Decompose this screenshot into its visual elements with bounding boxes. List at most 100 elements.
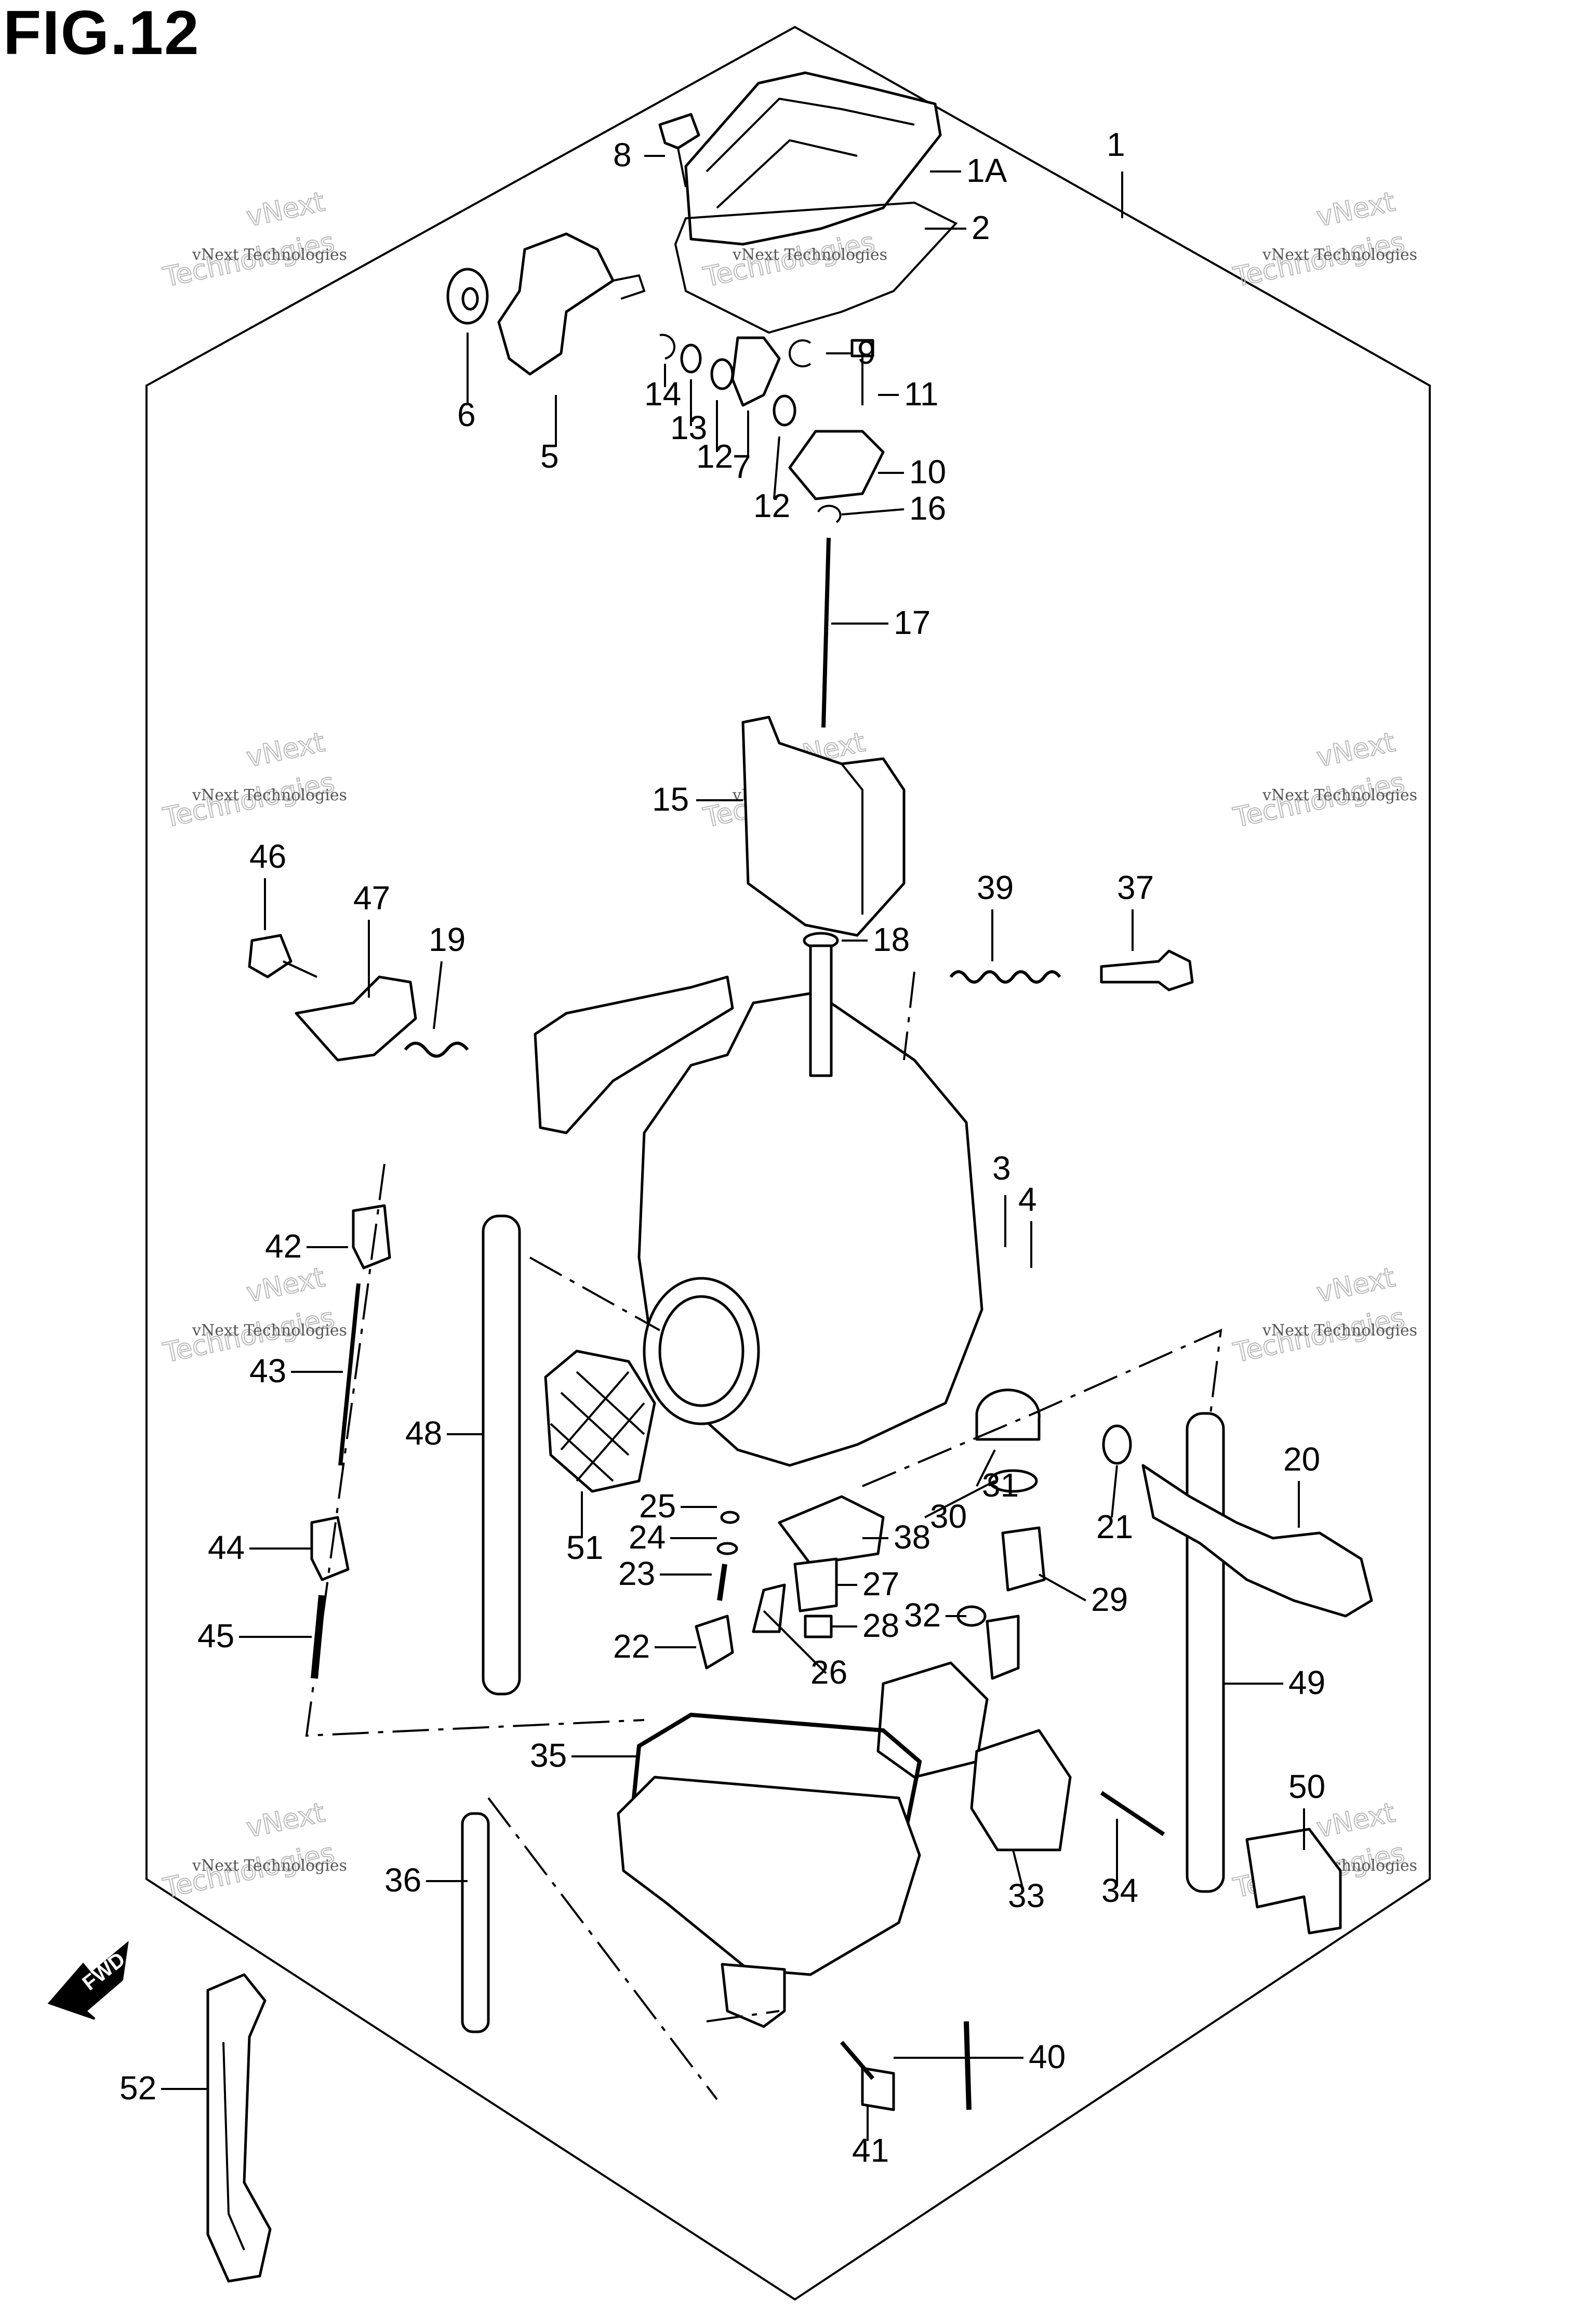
callout-label: 36 xyxy=(384,1861,421,1899)
callout-label: 48 xyxy=(405,1414,442,1452)
callout-label: 30 xyxy=(930,1498,967,1535)
callout-label: 20 xyxy=(1283,1440,1320,1478)
leader-line xyxy=(763,1610,827,1674)
leader-line xyxy=(924,1480,995,1518)
callout-label: 46 xyxy=(249,838,286,875)
callout-label: 16 xyxy=(909,490,946,527)
callout-label: 47 xyxy=(353,879,390,917)
leader-line xyxy=(841,508,905,515)
callout-label: 52 xyxy=(119,2069,156,2107)
callout-label: 12 xyxy=(696,438,733,475)
float-part xyxy=(876,1661,989,1779)
callout-label: 39 xyxy=(977,869,1014,906)
screw-part xyxy=(658,113,700,150)
svg-text:vNext Technologies: vNext Technologies xyxy=(1262,246,1417,264)
callout-label: 43 xyxy=(249,1352,286,1390)
callout-label: 41 xyxy=(852,2132,889,2169)
starter-plunger xyxy=(1141,1464,1373,1618)
svg-text:vNext Technologies: vNext Technologies xyxy=(732,246,887,264)
callout-label: 26 xyxy=(810,1653,847,1691)
callout-label: 42 xyxy=(265,1227,302,1265)
mount-bracket xyxy=(206,1973,272,2283)
callout-label: 1A xyxy=(966,152,1007,189)
callout-label: 21 xyxy=(1096,1508,1133,1545)
callout-label: 3 xyxy=(992,1149,1011,1187)
callout-label: 51 xyxy=(566,1529,603,1566)
leader-line xyxy=(1012,1849,1025,1892)
callout-label: 27 xyxy=(862,1565,899,1603)
callout-label: 40 xyxy=(1029,2038,1066,2075)
callout-label: 17 xyxy=(894,604,930,641)
callout-label: 13 xyxy=(670,409,707,446)
callout-label: 18 xyxy=(873,921,910,958)
leader-line xyxy=(976,1449,996,1487)
callout-label: 44 xyxy=(208,1529,245,1566)
callout-label: 11 xyxy=(904,375,938,413)
bracket-part xyxy=(497,232,615,376)
callout-label: 15 xyxy=(652,781,689,818)
callout-label: 33 xyxy=(1008,1877,1045,1914)
svg-text:vNext: vNext xyxy=(244,186,327,233)
svg-text:vNext: vNext xyxy=(1314,1262,1398,1308)
throttle-lever xyxy=(295,975,417,1062)
callout-label: 29 xyxy=(1091,1581,1128,1618)
callout-label: 50 xyxy=(1288,1768,1325,1805)
needle-clamp xyxy=(788,430,885,500)
svg-text:vNext: vNext xyxy=(244,1797,327,1844)
jet-needle xyxy=(821,537,831,728)
callout-label: 6 xyxy=(457,396,476,433)
callout-label: 45 xyxy=(197,1617,234,1655)
callout-label: 8 xyxy=(613,136,632,174)
throttle-valve xyxy=(741,716,906,937)
callout-label: 34 xyxy=(1101,1872,1138,1909)
cover-gasket xyxy=(674,201,958,334)
fwd-arrow-icon: FWD xyxy=(47,1941,129,2020)
callout-label: 31 xyxy=(982,1466,1019,1504)
callout-label: 14 xyxy=(644,375,681,413)
callout-label: 24 xyxy=(629,1518,666,1556)
callout-label: 28 xyxy=(862,1607,899,1644)
svg-text:vNext Technologies: vNext Technologies xyxy=(192,786,347,804)
callout-label: 49 xyxy=(1288,1664,1325,1701)
callout-label: 35 xyxy=(530,1737,567,1774)
leader-line xyxy=(433,961,443,1029)
callout-label: 25 xyxy=(639,1487,676,1525)
adjust-screw xyxy=(1100,949,1194,991)
callout-label: 22 xyxy=(613,1628,650,1665)
reference-line xyxy=(305,1163,645,1737)
svg-text:vNext Technologies: vNext Technologies xyxy=(1262,1321,1417,1340)
callout-label: 12 xyxy=(753,487,790,524)
svg-text:vNext Technologies: vNext Technologies xyxy=(192,246,347,264)
svg-text:vNext: vNext xyxy=(244,1262,327,1308)
callout-label: 38 xyxy=(894,1518,930,1556)
leader-line xyxy=(773,436,780,499)
vent-tube xyxy=(482,1214,521,1696)
callout-label: 19 xyxy=(429,921,466,958)
svg-text:vNext Technologies: vNext Technologies xyxy=(192,1321,347,1340)
figure-title: FIG.12 xyxy=(3,0,200,68)
callout-label: 23 xyxy=(618,1555,655,1592)
callout-layer: 11A2345678910111212131415161718192021222… xyxy=(119,126,1325,2169)
callout-label: 10 xyxy=(909,453,946,491)
intake-screen xyxy=(544,1350,656,1493)
top-cover xyxy=(684,71,942,246)
callout-label: 2 xyxy=(972,209,990,246)
callout-label: 37 xyxy=(1117,869,1154,906)
callout-label: 7 xyxy=(733,448,751,485)
leader-line xyxy=(1039,1573,1086,1602)
svg-text:vNext: vNext xyxy=(1314,1797,1398,1844)
callout-label: 32 xyxy=(904,1596,941,1634)
callout-label: 9 xyxy=(857,334,876,371)
callout-label: 5 xyxy=(540,438,559,475)
svg-text:vNext: vNext xyxy=(244,726,327,773)
svg-text:vNext: vNext xyxy=(1314,186,1398,233)
assembly-frame xyxy=(145,25,1431,2301)
svg-text:vNext Technologies: vNext Technologies xyxy=(1262,786,1417,804)
